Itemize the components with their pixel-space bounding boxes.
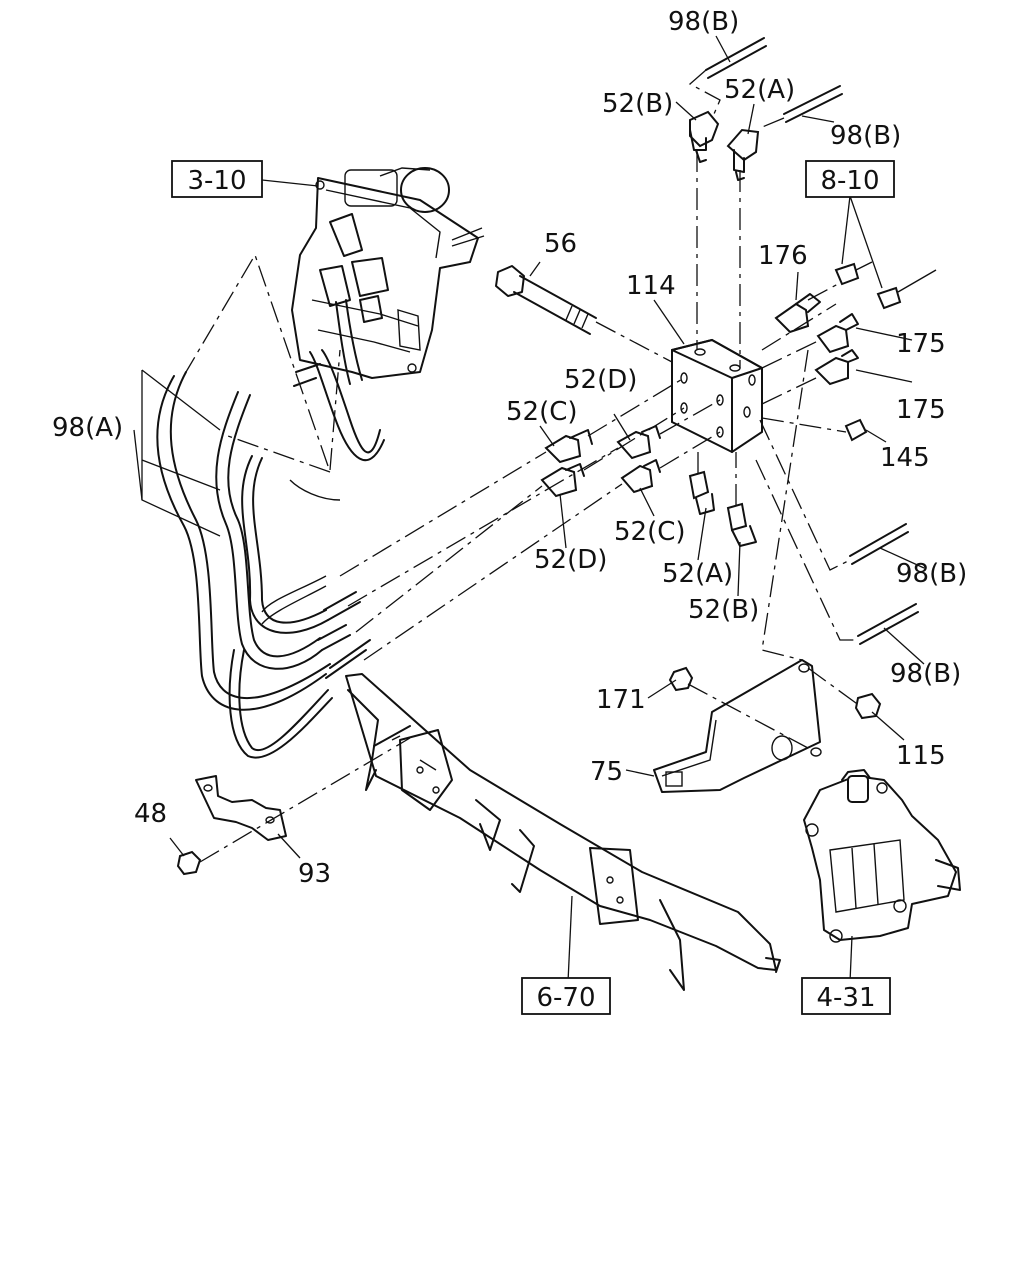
control-unit bbox=[291, 167, 485, 379]
label-93: 93 bbox=[298, 859, 331, 889]
part-labels: 98(B) 52(B) 52(A) 98(B) 56 114 176 175 1… bbox=[52, 7, 967, 889]
distribution-block bbox=[671, 338, 763, 454]
bolt-56 bbox=[495, 265, 597, 335]
ref-label-3-10: 3-10 bbox=[187, 166, 246, 196]
label-98b-right-lower: 98(B) bbox=[890, 659, 961, 689]
ref-label-8-10: 8-10 bbox=[820, 166, 879, 196]
label-98b-top: 98(B) bbox=[668, 7, 739, 37]
label-175-upper: 175 bbox=[896, 329, 946, 359]
label-52d-upper: 52(D) bbox=[564, 365, 637, 395]
label-52a-lower: 52(A) bbox=[662, 559, 733, 589]
fitting-52c-lower bbox=[620, 459, 661, 494]
pipe-bundle bbox=[156, 299, 385, 759]
ref-box-3-10: 3-10 bbox=[171, 160, 263, 198]
ref-box-6-70: 6-70 bbox=[521, 977, 611, 1015]
pipe-98b-top bbox=[705, 37, 843, 123]
label-48: 48 bbox=[134, 799, 167, 829]
sensor-175-lower bbox=[814, 349, 859, 386]
label-176: 176 bbox=[758, 241, 808, 271]
label-52c-lower: 52(C) bbox=[614, 517, 686, 547]
sensor-176 bbox=[774, 293, 821, 334]
label-98b-top-right: 98(B) bbox=[830, 121, 901, 151]
ref-box-4-31: 4-31 bbox=[801, 977, 891, 1015]
fitting-52a-top bbox=[726, 128, 760, 181]
label-175-lower: 175 bbox=[896, 395, 946, 425]
ref-label-6-70: 6-70 bbox=[536, 983, 595, 1013]
label-145: 145 bbox=[880, 443, 930, 473]
label-114: 114 bbox=[626, 271, 676, 301]
label-98b-right-upper: 98(B) bbox=[896, 559, 967, 589]
fitting-52b-lower bbox=[726, 502, 757, 547]
frame-member bbox=[345, 673, 781, 991]
ref-label-4-31: 4-31 bbox=[816, 983, 875, 1013]
centerlines bbox=[185, 69, 861, 863]
label-52b-top: 52(B) bbox=[602, 89, 673, 119]
label-56: 56 bbox=[544, 229, 577, 259]
fitting-52c-upper bbox=[544, 429, 593, 464]
nut-48 bbox=[176, 850, 202, 876]
bracket-75 bbox=[653, 659, 822, 793]
label-52b-lower: 52(B) bbox=[688, 595, 759, 625]
fitting-52a-lower bbox=[688, 470, 715, 515]
sensor-175-upper bbox=[816, 313, 859, 354]
label-75: 75 bbox=[590, 757, 623, 787]
nut-171 bbox=[668, 666, 694, 692]
label-52a-top: 52(A) bbox=[724, 75, 795, 105]
nut-115 bbox=[854, 692, 882, 720]
injection-pump bbox=[803, 769, 961, 943]
plug-145 bbox=[844, 418, 868, 442]
label-52d-lower: 52(D) bbox=[534, 545, 607, 575]
fitting-52b-top bbox=[689, 110, 720, 163]
connector-8-10 bbox=[834, 261, 937, 310]
clamp-93 bbox=[195, 775, 287, 841]
label-115: 115 bbox=[896, 741, 946, 771]
leader-lines bbox=[133, 35, 925, 983]
ref-box-8-10: 8-10 bbox=[805, 160, 895, 198]
label-171: 171 bbox=[596, 685, 646, 715]
label-52c-left: 52(C) bbox=[506, 397, 578, 427]
label-98a: 98(A) bbox=[52, 413, 123, 443]
